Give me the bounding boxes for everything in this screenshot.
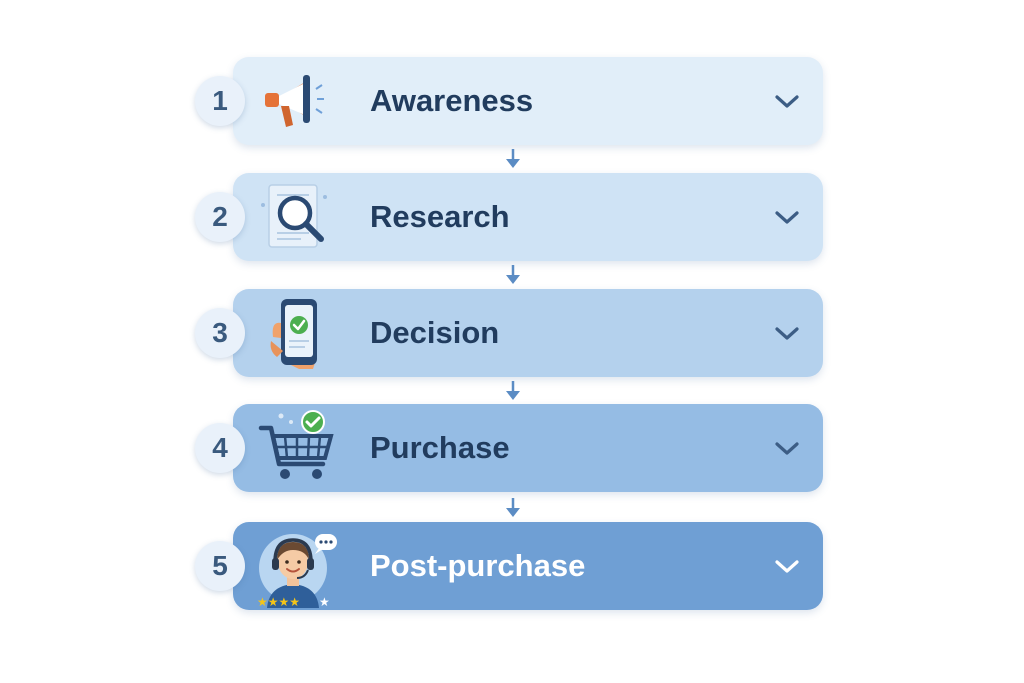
- stage-number-badge: 5: [195, 541, 245, 591]
- stage-row-awareness: 1 Awareness: [195, 57, 825, 147]
- stage-row-purchase: 4 Purchase: [195, 404, 825, 494]
- stage-card[interactable]: [233, 173, 823, 261]
- stage-number-badge: 1: [195, 76, 245, 126]
- svg-text:★★★★: ★★★★: [257, 595, 300, 608]
- stage-label: Post-purchase: [370, 548, 586, 583]
- down-arrow-icon: [504, 148, 522, 170]
- stage-card[interactable]: [233, 57, 823, 145]
- stage-number-badge: 4: [195, 423, 245, 473]
- chevron-down-icon[interactable]: [773, 205, 801, 229]
- down-arrow-icon: [504, 497, 522, 519]
- chevron-down-icon[interactable]: [773, 321, 801, 345]
- stage-row-research: 2 Research: [195, 173, 825, 263]
- stage-label: Decision: [370, 315, 500, 350]
- megaphone-icon: [255, 59, 339, 143]
- chevron-down-icon[interactable]: [773, 89, 801, 113]
- stage-number-badge: 2: [195, 192, 245, 242]
- stage-card[interactable]: [233, 289, 823, 377]
- chevron-down-icon[interactable]: [773, 436, 801, 460]
- stage-row-decision: 3 Decision: [195, 289, 825, 379]
- magnifier-document-icon: [255, 175, 339, 259]
- svg-text:★: ★: [319, 595, 330, 608]
- phone-checkmark-icon: [255, 291, 339, 375]
- shopping-cart-icon: [255, 406, 339, 490]
- chevron-down-icon[interactable]: [773, 554, 801, 578]
- stage-number-badge: 3: [195, 308, 245, 358]
- stage-label: Awareness: [370, 83, 534, 118]
- support-agent-icon: ★★★★ ★: [255, 524, 339, 608]
- down-arrow-icon: [504, 380, 522, 402]
- stage-card[interactable]: [233, 404, 823, 492]
- stage-row-post-purchase: 5 ★★★★ ★: [195, 522, 825, 612]
- stage-label: Purchase: [370, 430, 510, 465]
- stage-label: Research: [370, 199, 510, 234]
- down-arrow-icon: [504, 264, 522, 286]
